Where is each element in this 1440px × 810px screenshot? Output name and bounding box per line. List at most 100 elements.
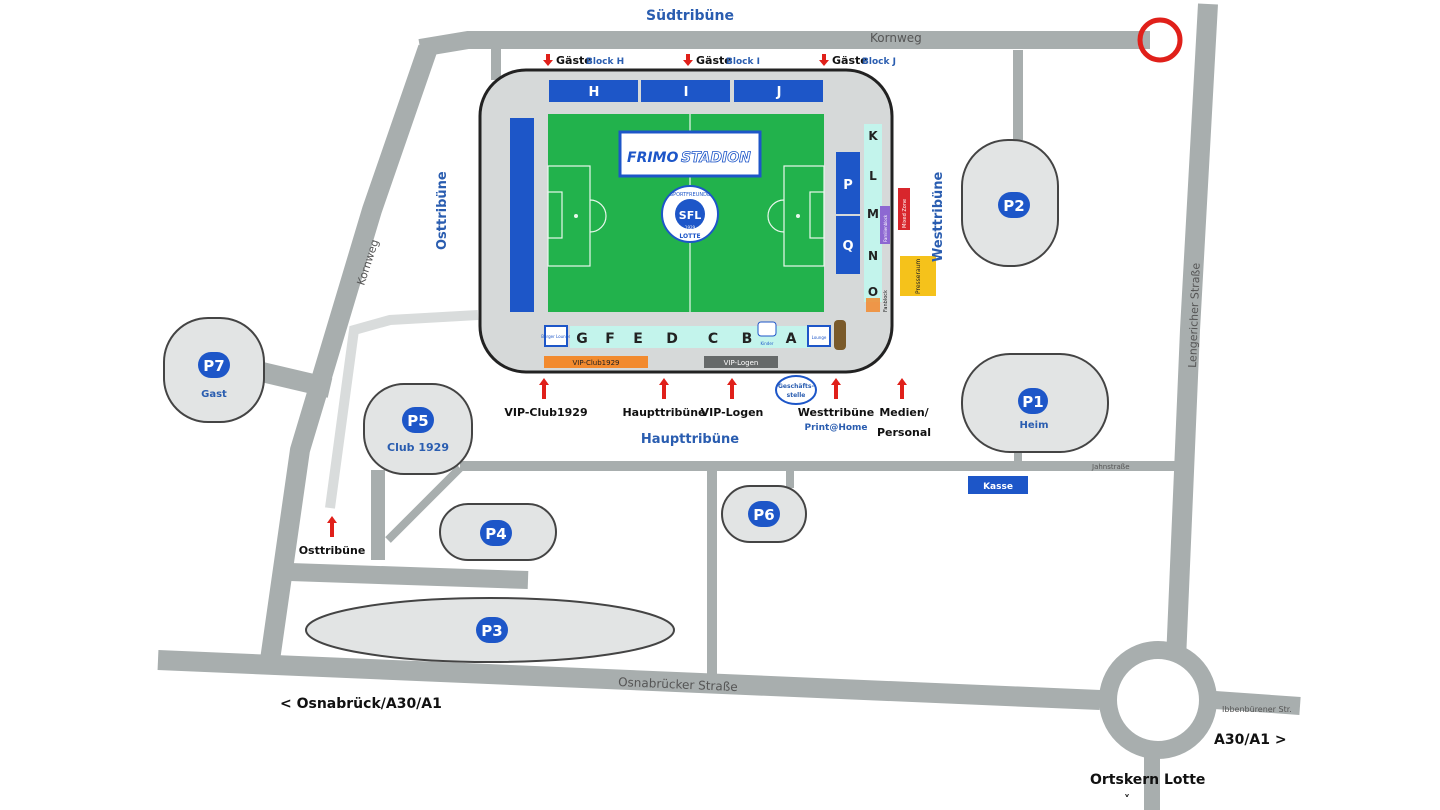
parking-sub-p5: Club 1929	[387, 441, 449, 454]
gaeste-i-block: Block I	[726, 57, 760, 67]
label-osttribuene: Osttribüne	[435, 171, 450, 250]
parking-p2[interactable]: P2	[998, 192, 1030, 218]
fan-icon	[866, 298, 880, 312]
block-a-strip[interactable]	[778, 326, 804, 348]
entrance-haupttribuene[interactable]: Haupttribüne	[622, 406, 705, 419]
parking-p3[interactable]: P3	[476, 617, 508, 643]
label-jahnstrasse: Jahnstraße	[1091, 463, 1130, 471]
parking-sub-p1: Heim	[1020, 420, 1049, 431]
vip-logen-bar[interactable]	[704, 356, 778, 368]
arrow-westtribuene	[831, 378, 841, 399]
label-suedtribuene: Südtribüne	[646, 8, 734, 24]
label-lengericher: Lengericher Straße	[1186, 262, 1203, 368]
parking-id-p3: P3	[481, 622, 502, 640]
entrance-vip-club[interactable]: VIP-Club1929	[504, 406, 587, 419]
block-o: O	[868, 285, 878, 299]
road-p3-link	[289, 563, 529, 589]
arrow-vip-logen	[727, 378, 737, 399]
road-ibbenbuerener	[1214, 691, 1301, 715]
lounge-right-label: Lounge	[812, 335, 827, 340]
entrance-osttribuene[interactable]: Osttribüne	[299, 544, 366, 557]
kasse-box	[968, 476, 1028, 494]
road-kornweg-top	[418, 31, 1150, 57]
arrow-medien	[897, 378, 907, 399]
roundabout	[1099, 641, 1217, 759]
geschaeftsstelle-line2: stelle	[787, 392, 806, 399]
crest-inner	[675, 199, 705, 229]
road-kornweg-left	[260, 44, 438, 662]
presseraum-area[interactable]	[900, 256, 936, 296]
block-j[interactable]	[734, 80, 823, 102]
block-f: F	[605, 331, 615, 347]
arrow-haupttribuene	[659, 378, 669, 399]
arrow-vip-club	[539, 378, 549, 399]
block-q-label: Q	[842, 239, 853, 254]
parking-id-p5: P5	[407, 412, 428, 430]
gaeste-h-prefix: Gäste	[556, 54, 592, 67]
block-d: D	[666, 331, 678, 347]
block-c: C	[708, 331, 718, 347]
mixed-zone-area[interactable]	[898, 188, 910, 230]
entrance-westtribuene-sub: Print@Home	[804, 423, 867, 433]
road-inner-diagonal2	[385, 465, 463, 543]
parking-p7[interactable]: P7 Gast	[198, 352, 230, 400]
road-p7-link	[259, 362, 333, 398]
bueger-lounge-box[interactable]	[544, 325, 568, 347]
parking-badge-p6	[748, 501, 780, 527]
parking-badge-p1	[1018, 388, 1048, 414]
mascot-icon	[834, 320, 846, 350]
block-h-label: H	[589, 85, 600, 100]
vip-club-bar[interactable]	[544, 356, 648, 368]
label-haupttribuene: Haupttribüne	[641, 432, 739, 447]
entrance-medien-sub: Personal	[877, 426, 931, 439]
penalty-arc-right	[767, 199, 785, 233]
block-q[interactable]	[836, 216, 860, 274]
entrance-vip-logen[interactable]: VIP-Logen	[701, 406, 764, 419]
logo-frimo-text: FRIMO	[627, 150, 678, 166]
crest-sfl: SFL	[679, 209, 701, 222]
gaeste-labels: Gäste Block H Gäste Block I Gäste Block …	[543, 54, 896, 67]
penalty-spot-right	[796, 214, 800, 218]
parking-id-p7: P7	[203, 357, 224, 375]
familienblock-area[interactable]	[880, 206, 890, 244]
gaeste-i-prefix: Gäste	[696, 54, 732, 67]
lounge-right-box[interactable]	[807, 325, 831, 347]
vip-logen-bar-label: VIP-Logen	[724, 359, 759, 367]
parking-p6[interactable]: P6	[748, 501, 780, 527]
location-marker	[1137, 17, 1183, 63]
penalty-arc-left	[589, 199, 607, 233]
direction-ortskern-arrow: ˅	[1124, 793, 1130, 807]
block-p-label: P	[843, 178, 853, 193]
penalty-spot-left	[574, 214, 578, 218]
block-i[interactable]	[641, 80, 730, 102]
kids-label: Kinder	[761, 341, 774, 346]
road-lengericher	[1166, 3, 1218, 661]
parking-id-p1: P1	[1022, 393, 1043, 411]
block-h[interactable]	[549, 80, 638, 102]
crest-year: 1929	[685, 225, 696, 230]
kids-icon	[757, 321, 777, 337]
block-g-to-c-strip[interactable]	[570, 326, 810, 348]
familienblock-label: Familienblock	[883, 214, 888, 242]
direction-osnabrueck: < Osnabrück/A30/A1	[280, 696, 442, 712]
mixed-zone-label: Mixed Zone	[902, 199, 908, 228]
parking-badge-p7	[198, 352, 230, 378]
goal-area-right	[809, 191, 825, 239]
direction-ortskern: Ortskern Lotte	[1090, 772, 1205, 788]
block-k-o-strip[interactable]	[864, 124, 882, 302]
geschaeftsstelle[interactable]: Geschäfts- stelle	[775, 375, 817, 405]
label-westtribuene: Westtribüne	[931, 171, 946, 262]
block-ost[interactable]	[510, 118, 534, 312]
label-ibbenbuerener: Ibbenbürener Str.	[1222, 705, 1292, 714]
parking-badges: P1 Heim P2 P3 P4 P5 Club 1929 P6 P7 Gast	[198, 192, 1049, 643]
footpath-loop	[325, 310, 479, 509]
parking-p4[interactable]: P4	[480, 520, 512, 546]
entrance-westtribuene[interactable]: Westtribüne	[798, 406, 874, 419]
entrance-medien[interactable]: Medien/	[879, 406, 929, 419]
parking-p1[interactable]: P1 Heim	[1018, 388, 1049, 431]
parking-p5[interactable]: P5 Club 1929	[387, 407, 449, 454]
block-p[interactable]	[836, 152, 860, 214]
presseraum-label: Presseraum	[915, 259, 922, 294]
kasse[interactable]: Kasse	[968, 476, 1028, 494]
